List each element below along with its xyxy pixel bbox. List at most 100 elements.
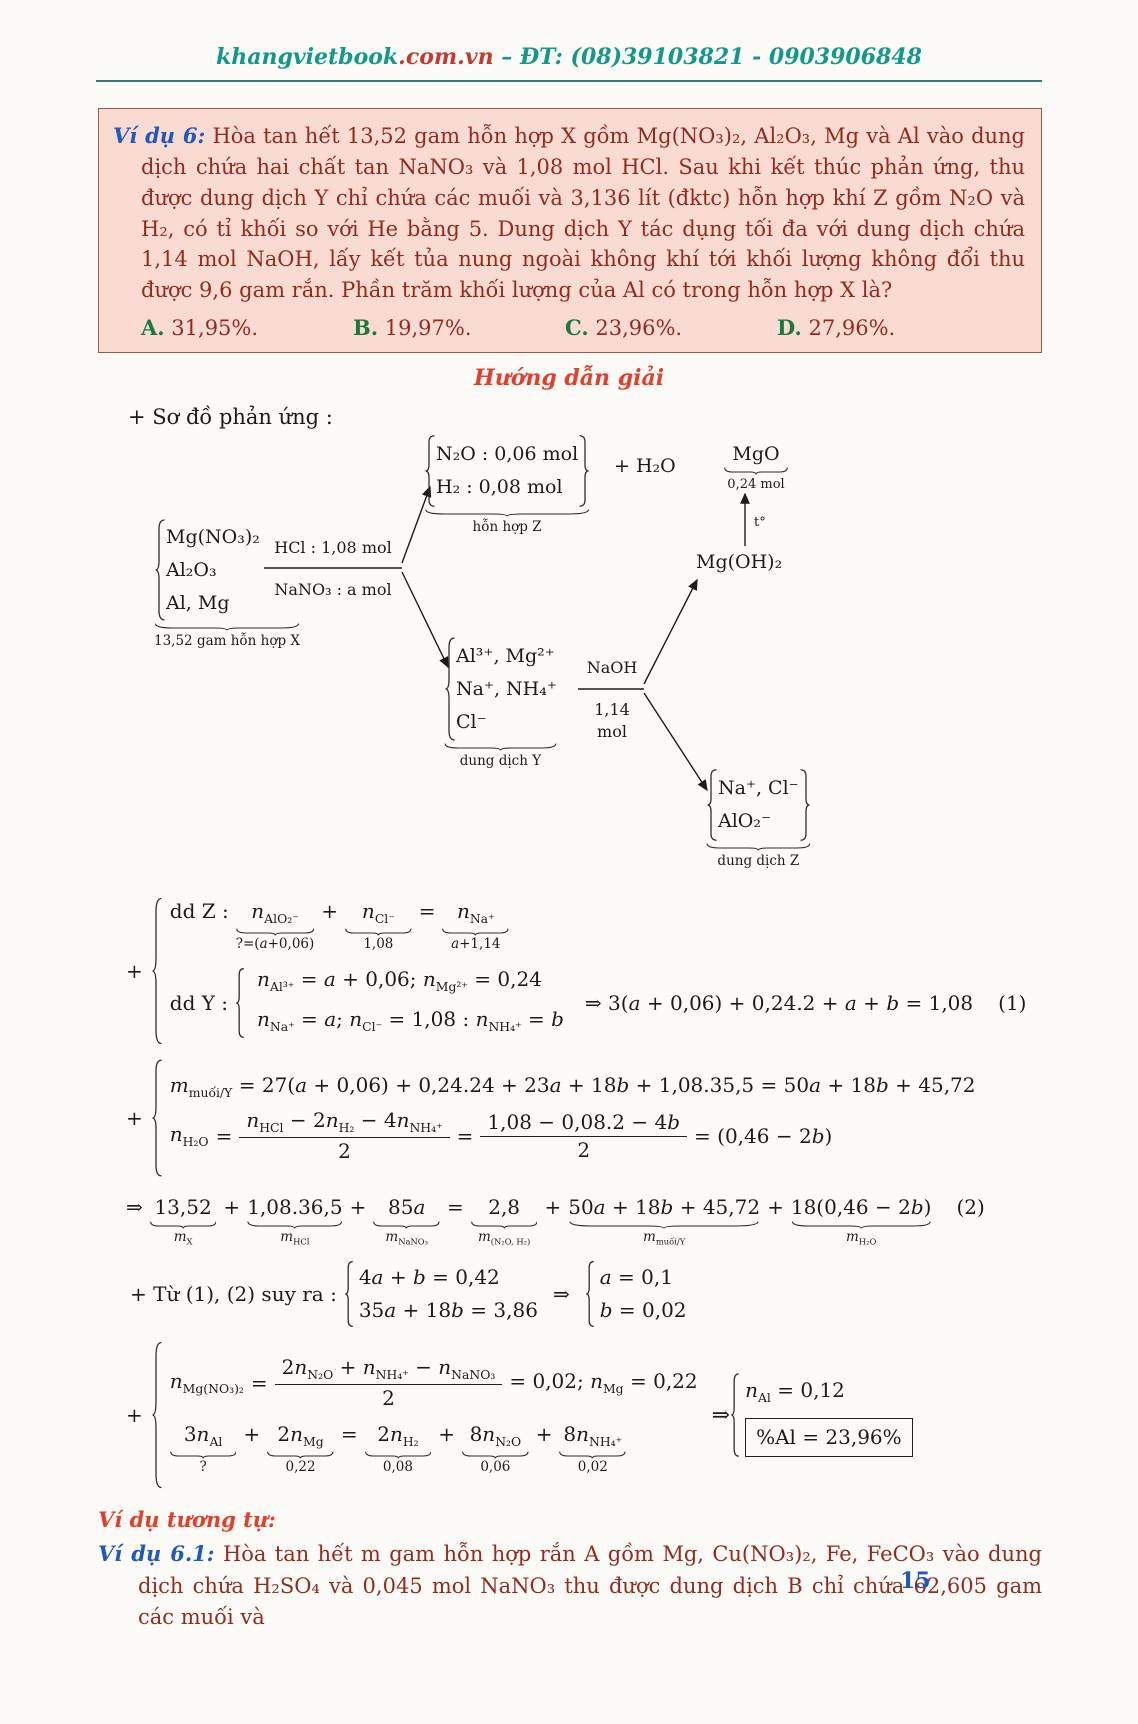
gas-z-line: N₂O : 0,06 mol: [436, 443, 579, 466]
term-content: nNa⁺: [456, 899, 495, 927]
underbrace-icon: [706, 843, 811, 852]
water-mole-equation: nH₂O = nHCl − 2nH₂ − 4nNH₄⁺2 = 1,08 − 0,…: [170, 1108, 976, 1163]
term-label: mX: [173, 1229, 193, 1247]
denominator: 2: [338, 1139, 351, 1164]
answer-letter: D.: [777, 315, 802, 341]
ddy-label: dd Y :: [169, 990, 229, 1015]
aluminum-moles-result: nAl = 0,12: [745, 1377, 845, 1405]
ddy-equation: dd Y : nAl³⁺ = a + 0,06; nMg²⁺ = 0,24 nN…: [169, 963, 1027, 1043]
underbraced-term: 13,52 mX: [150, 1195, 217, 1247]
term-label: a+1,14: [451, 936, 501, 953]
underbrace-icon: [424, 509, 590, 518]
term-content: 2nH₂: [377, 1422, 419, 1450]
term-content: 13,52: [154, 1195, 212, 1220]
underbraced-term: 8nNH₄⁺0,02: [559, 1422, 626, 1476]
mgno3-mole-symbol: nMg(NO₃)₂: [169, 1369, 244, 1397]
final-result-system: nAl = 0,12 %Al = 23,96%: [730, 1373, 913, 1458]
term-label: mHCl: [280, 1229, 310, 1247]
site-domain: .com.vn: [398, 44, 494, 70]
example-label: Ví dụ 6:: [113, 123, 206, 148]
conclusion-prefix: + Từ (1), (2) suy ra :: [130, 1282, 337, 1307]
answer-option-d: D. 27,96%.: [777, 315, 989, 340]
term-content: 2,8: [488, 1195, 521, 1220]
similar-example-text: Hòa tan hết m gam hỗn hợp rắn A gồm Mg, …: [138, 1542, 1042, 1630]
hcl-amount: HCl : 1,08 mol: [274, 538, 392, 558]
scheme-label: + Sơ đồ phản ứng :: [128, 405, 333, 430]
solution-z-group: Na⁺, Cl⁻ AlO₂⁻ dung dịch Z: [706, 769, 811, 869]
term-label: 0,06: [480, 1459, 511, 1476]
underbrace-icon: [247, 1221, 343, 1230]
underbrace-icon: [442, 928, 509, 937]
right-brace-icon: [799, 769, 810, 842]
term-label: m(N₂O, H₂): [477, 1229, 531, 1247]
equation-tag: (1): [998, 990, 1027, 1015]
operator: +: [544, 1195, 562, 1220]
problem-statement: Ví dụ 6: Hòa tan hết 13,52 gam hỗn hợp X…: [113, 121, 1025, 306]
underbrace-icon: [373, 1221, 440, 1229]
system-brace-icon: [585, 1261, 595, 1328]
term-label: ?=(a+0,06): [235, 936, 315, 953]
operator: +: [349, 1195, 367, 1220]
final-answer-box: %Al = 23,96%: [745, 1417, 913, 1457]
answer-letter: B.: [353, 315, 379, 341]
problem-text: Hòa tan hết 13,52 gam hỗn hợp X gồm Mg(N…: [141, 124, 1025, 303]
left-brace-icon: [424, 435, 436, 508]
answer-value: 19,97%.: [384, 316, 472, 341]
term-content: nAlO₂⁻: [251, 899, 299, 927]
plus-bullet: +: [126, 1403, 143, 1428]
mgo-product: MgO 0,24 mol: [724, 443, 788, 492]
plus-bullet: +: [126, 959, 143, 984]
term-content: 3nAl: [183, 1422, 223, 1450]
term-label: 1,08: [363, 936, 394, 953]
system-row: a = 0,1: [599, 1265, 673, 1290]
system-row: 35a + 18b = 3,86: [358, 1298, 538, 1323]
underbraced-term: 2,8 m(N₂O, H₂): [471, 1195, 538, 1247]
mixture-x-line: Al₂O₃: [166, 558, 217, 581]
equals-sign: =: [215, 1123, 233, 1148]
underbrace-icon: [154, 623, 300, 632]
underbrace-icon: [569, 1221, 760, 1230]
fraction: nHCl − 2nH₂ − 4nNH₄⁺2: [239, 1108, 450, 1164]
left-brace-icon: [154, 519, 166, 621]
salt-mass-equation: mmuối/Y = 27(a + 0,06) + 0,24.24 + 23a +…: [170, 1073, 976, 1100]
result-expression: = 0,02; nMg = 0,22: [509, 1369, 698, 1397]
solution-z-line: AlO₂⁻: [718, 810, 772, 833]
operator: =: [418, 899, 436, 924]
solution-z-line: Na⁺, Cl⁻: [718, 777, 799, 800]
equation-mass-water: + mmuối/Y = 27(a + 0,06) + 0,24.24 + 23a…: [126, 1059, 1138, 1177]
page-number: 15: [900, 1568, 931, 1594]
operator: +: [767, 1195, 784, 1220]
solution-y-line: Cl⁻: [456, 710, 487, 733]
operator: =: [447, 1195, 464, 1220]
nano3-amount: NaNO₃ : a mol: [274, 580, 392, 600]
term-content: 85a: [388, 1195, 426, 1220]
gas-z-line: H₂ : 0,08 mol: [436, 476, 563, 499]
underbraced-term: 18(0,46 − 2b)mH₂O: [791, 1195, 932, 1247]
ddy-row: nNa⁺ = a; nCl⁻ = 1,08 : nNH₄⁺ = b: [257, 1006, 564, 1034]
ddy-row: nAl³⁺ = a + 0,06; nMg²⁺ = 0,24: [257, 966, 542, 994]
underbrace-icon: [462, 1451, 529, 1459]
mixture-x-line: Mg(NO₃)₂: [166, 525, 260, 548]
operator: +: [438, 1422, 456, 1447]
equals-sign: =: [250, 1370, 268, 1395]
naoh-amount: 1,14 mol: [594, 700, 630, 742]
term-label: ?: [199, 1459, 207, 1476]
answer-option-b: B. 19,97%.: [353, 315, 565, 340]
derived-equation: ⇒ 3(a + 0,06) + 0,24.2 + a + b = 1,08: [584, 990, 974, 1015]
mgo-amount: 0,24 mol: [727, 477, 785, 493]
system-brace-icon: [235, 968, 245, 1038]
underbrace-icon: [444, 743, 557, 752]
underbraced-term: nAlO₂⁻ ?=(a+0,06): [236, 899, 315, 953]
term-content: 1,08.36,5: [247, 1195, 343, 1220]
implies-arrow: ⇒: [126, 1195, 143, 1220]
term-label: mmuối/Y: [643, 1229, 686, 1247]
answer-value: 23,96%.: [595, 316, 683, 341]
answer-letter: C.: [565, 315, 589, 341]
mixture-x-line: Al, Mg: [166, 591, 230, 614]
reaction-scheme-diagram: Mg(NO₃)₂ Al₂O₃ Al, Mg 13,52 gam hỗn hợp …: [148, 431, 1068, 883]
